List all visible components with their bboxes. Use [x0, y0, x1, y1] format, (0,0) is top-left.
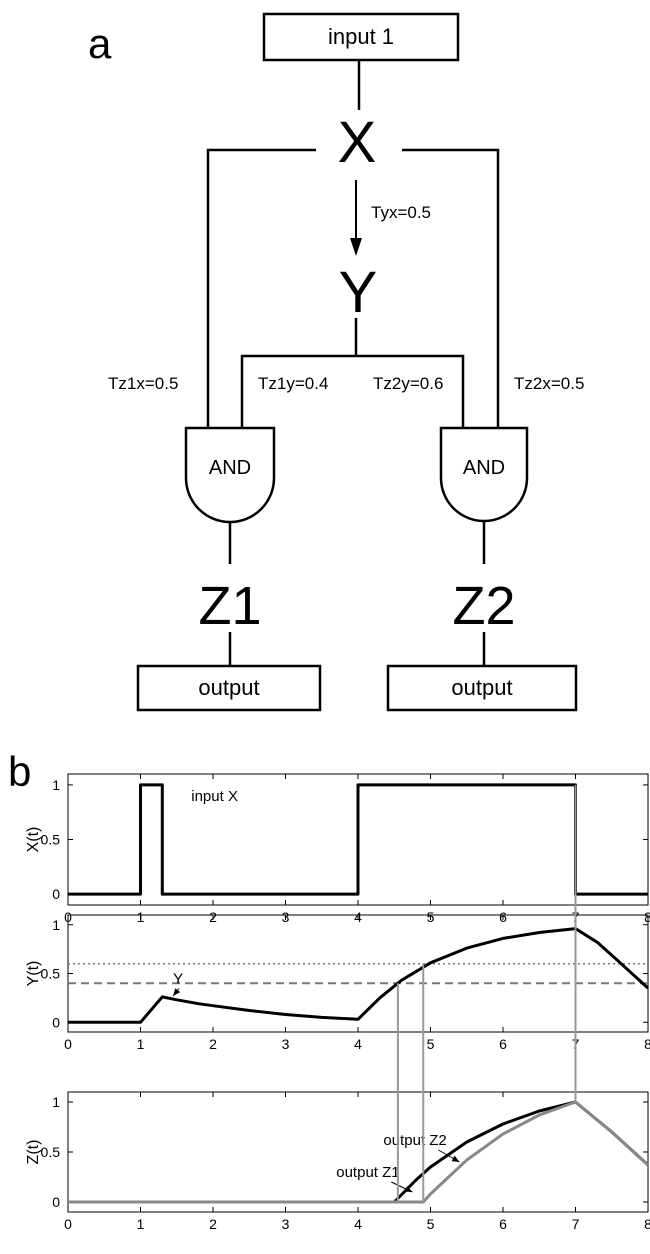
- x-tick-label: 0: [64, 1216, 72, 1232]
- y-tick-label: 1: [52, 1094, 60, 1110]
- annotation-arrowhead: [451, 1155, 460, 1162]
- x-tick-label: 1: [137, 1216, 145, 1232]
- label-tz1y: Tz1y=0.4: [258, 374, 328, 393]
- annotation-arrowhead: [173, 988, 181, 996]
- series-line-1: [68, 783, 648, 896]
- y-tick-label: 0.5: [41, 1144, 61, 1160]
- x-tick-label: 8: [644, 909, 650, 925]
- output-box-left-label: output: [198, 675, 259, 700]
- y-tick-label: 0: [52, 1014, 60, 1030]
- x-tick-label: 5: [427, 1216, 435, 1232]
- x-tick-label: 8: [644, 1036, 650, 1052]
- node-x: X: [338, 110, 377, 175]
- edge-x-y-arrowhead: [350, 238, 362, 256]
- series-line-1: [68, 927, 650, 1024]
- annotation-arrowhead: [404, 1186, 413, 1192]
- output-box-right-label: output: [451, 675, 512, 700]
- y-tick-label: 0: [52, 886, 60, 902]
- x-tick-label: 0: [64, 1036, 72, 1052]
- x-tick-label: 4: [354, 1216, 362, 1232]
- plot-frame: [67, 1091, 649, 1213]
- and-gate-left: [184, 426, 276, 524]
- and-gate-right-label: AND: [463, 457, 505, 479]
- label-tz1x: Tz1x=0.5: [108, 374, 178, 393]
- annotation-label: output Z2: [383, 1132, 446, 1149]
- label-tyx: Tyx=0.5: [371, 203, 431, 222]
- x-tick-label: 1: [137, 1036, 145, 1052]
- and-gate-right: [439, 426, 529, 523]
- x-tick-label: 6: [499, 1216, 507, 1232]
- edge-x-z1: [206, 148, 316, 428]
- y-axis-label: X(t): [25, 827, 42, 853]
- x-tick-label: 2: [209, 1216, 217, 1232]
- node-y: Y: [339, 260, 378, 325]
- x-tick-label: 4: [354, 1036, 362, 1052]
- x-tick-label: 6: [499, 1036, 507, 1052]
- input-box-label: input 1: [328, 24, 394, 49]
- plot-frame: [67, 914, 649, 1033]
- panel-a-label: a: [88, 20, 112, 67]
- x-tick-label: 3: [282, 1036, 290, 1052]
- y-axis-label: Z(t): [25, 1140, 42, 1165]
- x-tick-label: 8: [644, 1216, 650, 1232]
- y-tick-label: 0.5: [41, 832, 61, 848]
- x-tick-label: 2: [209, 1036, 217, 1052]
- y-tick-label: 0: [52, 1194, 60, 1210]
- x-tick-label: 3: [282, 1216, 290, 1232]
- edge-y-z: [240, 354, 465, 428]
- series-line-1: [68, 1100, 650, 1204]
- output-box-right: [386, 664, 578, 712]
- series-line-2: [68, 1100, 650, 1204]
- y-tick-label: 1: [52, 777, 60, 793]
- annotation-label: Y: [173, 970, 183, 987]
- panel-b-label: b: [8, 748, 31, 795]
- node-z2: Z2: [452, 576, 515, 636]
- and-gate-left-label: AND: [209, 457, 251, 479]
- x-tick-label: 5: [427, 1036, 435, 1052]
- annotation-label: output Z1: [336, 1164, 399, 1181]
- node-z1: Z1: [198, 576, 261, 636]
- x-tick-label: 7: [572, 1216, 580, 1232]
- panel-a: a input 1 X Tyx=0.5 Y Tz1x=0.5 Tz1y=0.4 …: [88, 12, 584, 712]
- input-box: [262, 12, 460, 62]
- y-tick-label: 1: [52, 917, 60, 933]
- y-tick-label: 0.5: [41, 966, 61, 982]
- output-box-left: [136, 664, 322, 712]
- label-tz2y: Tz2y=0.6: [373, 374, 443, 393]
- label-tz2x: Tz2x=0.5: [514, 374, 584, 393]
- annotation-label: input X: [191, 788, 238, 805]
- edge-x-z2: [402, 148, 500, 428]
- y-axis-label: Y(t): [25, 961, 42, 987]
